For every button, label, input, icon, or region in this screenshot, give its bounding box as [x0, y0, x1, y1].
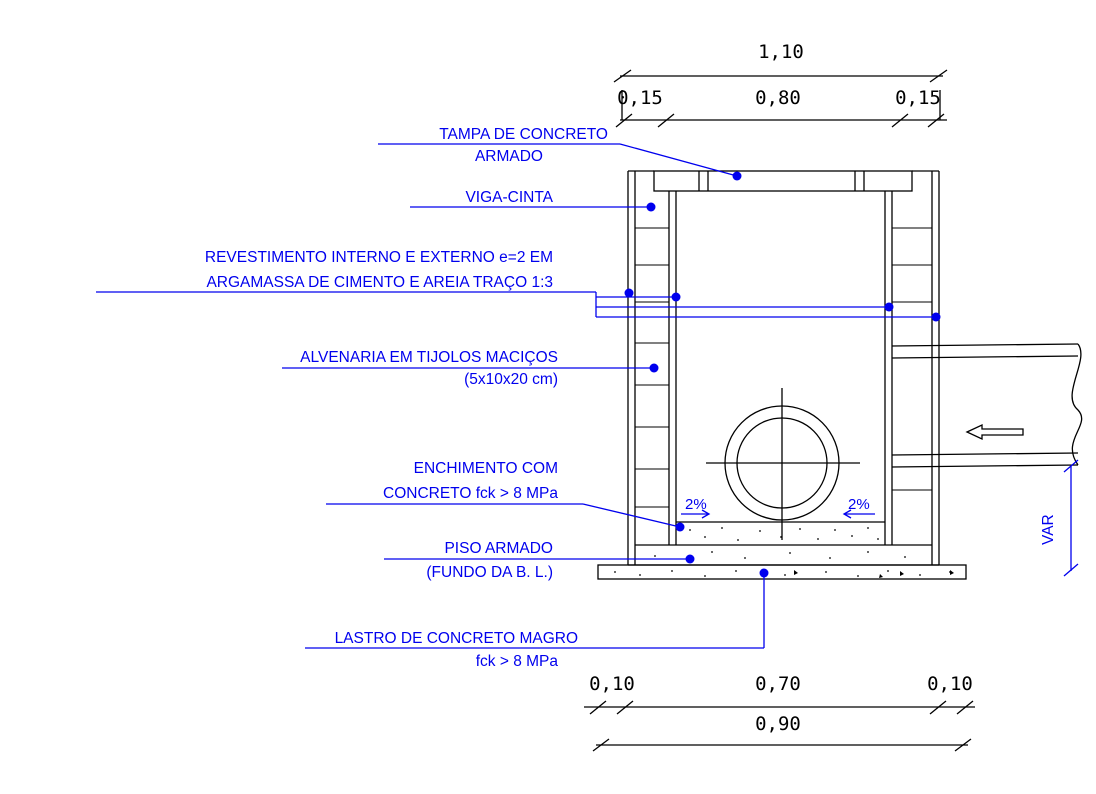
brick-courses-left [635, 227, 669, 508]
label-tampa-line1: TAMPA DE CONCRETO [439, 126, 608, 143]
label-tampa-line2: ARMADO [475, 148, 543, 165]
dim-bottom-left: 0,10 [589, 673, 635, 695]
dim-top-center: 0,80 [755, 87, 801, 109]
box-structure [597, 170, 967, 580]
label-revestimento-line1: REVESTIMENTO INTERNO E EXTERNO e=2 EM [205, 249, 553, 266]
label-alvenaria-line1: ALVENARIA EM TIJOLOS MACIÇOS [300, 349, 558, 366]
annotation-labels: TAMPA DE CONCRETO ARMADO VIGA-CINTA REVE… [205, 126, 608, 670]
label-piso-line2: (FUNDO DA B. L.) [426, 564, 553, 581]
var-dimension: VAR [1040, 459, 1079, 577]
dim-top-right: 0,15 [895, 87, 941, 109]
label-lastro-line2: fck > 8 MPa [476, 653, 559, 670]
label-alvenaria-line2: (5x10x20 cm) [464, 371, 558, 388]
label-enchimento-line2: CONCRETO fck > 8 MPa [383, 485, 558, 502]
dim-top-overall: 1,10 [758, 41, 804, 63]
annotation-leaders [96, 143, 941, 649]
dim-bottom-overall: 0,90 [755, 713, 801, 735]
label-viga: VIGA-CINTA [465, 189, 553, 206]
incoming-pipe [891, 343, 1083, 468]
brick-courses-right [892, 227, 932, 491]
bottom-dimension-chain: 0,10 0,70 0,10 0,90 [584, 673, 975, 752]
label-lastro-line1: LASTRO DE CONCRETO MAGRO [335, 630, 578, 647]
label-revestimento-line2: ARGAMASSA DE CIMENTO E AREIA TRAÇO 1:3 [206, 274, 553, 291]
dim-bottom-right: 0,10 [927, 673, 973, 695]
label-piso-line1: PISO ARMADO [444, 540, 553, 557]
dim-bottom-center: 0,70 [755, 673, 801, 695]
concrete-hatch [614, 527, 954, 578]
flow-arrow-icon [965, 423, 1024, 441]
label-enchimento-line1: ENCHIMENTO COM [414, 460, 558, 477]
slope-indicators: 2% 2% [681, 496, 875, 519]
dim-top-left: 0,15 [617, 87, 663, 109]
slope-right-label: 2% [848, 496, 870, 513]
var-label: VAR [1040, 514, 1057, 545]
slope-left-label: 2% [685, 496, 707, 513]
outlet-pipe-section [706, 388, 860, 540]
top-dimension-chain: 1,10 0,15 0,80 0,15 [613, 41, 948, 128]
